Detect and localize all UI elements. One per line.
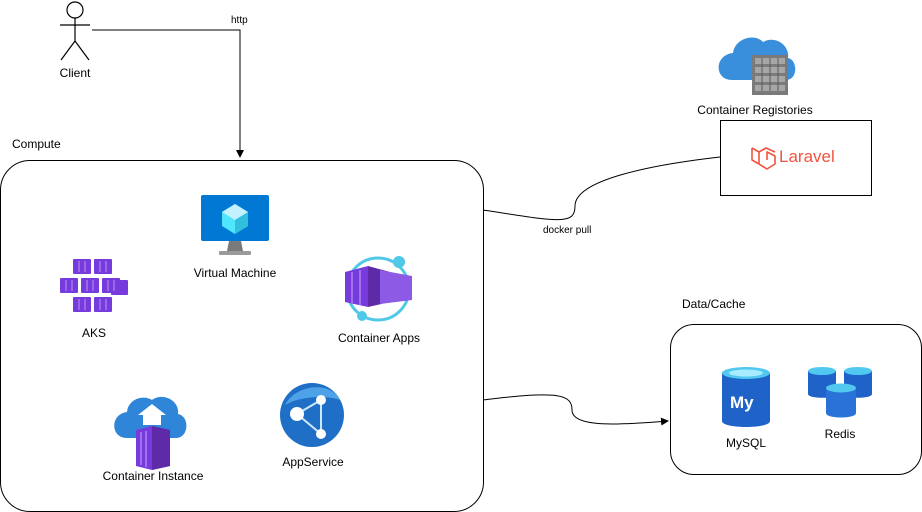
mysql-logo-text: My (730, 393, 754, 412)
compute-label: Compute (12, 137, 61, 151)
http-label: http (231, 15, 248, 26)
client-label: Client (59, 66, 91, 80)
docker-pull-connector (482, 156, 721, 221)
laravel-wordmark: Laravel (779, 147, 835, 166)
data-cache-label: Data/Cache (682, 297, 746, 311)
data-connector (482, 394, 669, 426)
vm-label: Virtual Machine (193, 266, 277, 280)
docker-pull-label: docker pull (543, 225, 592, 236)
container-apps-label: Container Apps (337, 331, 421, 345)
container-instance-label: Container Instance (102, 469, 204, 483)
redis-label: Redis (824, 427, 856, 441)
aks-label: AKS (81, 326, 107, 340)
mysql-label: MySQL (725, 436, 767, 450)
app-service-label: AppService (282, 455, 344, 469)
laravel-box (720, 120, 872, 196)
data-cache-group (670, 324, 922, 475)
http-connector (92, 29, 244, 158)
container-registories-label: Container Registories (697, 103, 813, 117)
